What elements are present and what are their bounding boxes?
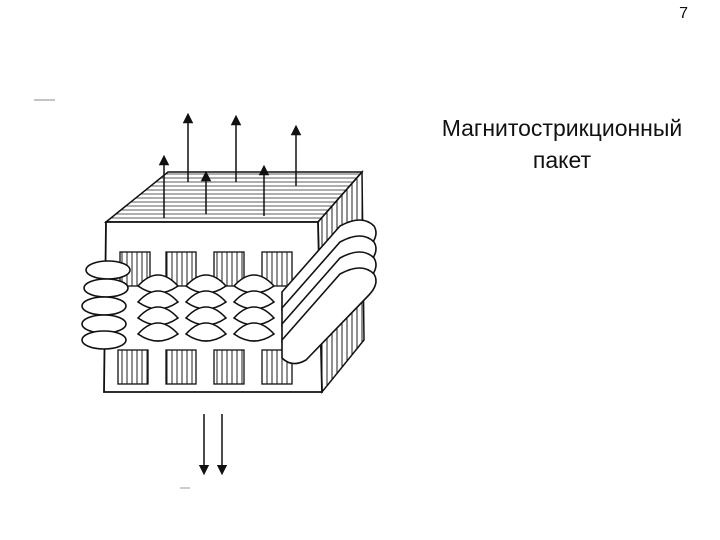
- slide-title: Магнитострикционный пакет: [412, 112, 712, 176]
- arrows-down: [198, 414, 228, 476]
- arrows-up: [158, 112, 302, 218]
- slide-title-line2: пакет: [532, 147, 592, 173]
- coil-right: [281, 219, 377, 365]
- coil-inner-3: [232, 274, 276, 342]
- scan-marks: [34, 99, 190, 489]
- page-number: 7: [679, 5, 688, 22]
- stack-top-face: [103, 171, 364, 223]
- coil-inner-2: [184, 274, 228, 342]
- slide-title-line1: Магнитострикционный: [441, 115, 683, 141]
- coil-inner-1: [136, 274, 180, 342]
- coil-left: [81, 260, 131, 350]
- coil-windings: [81, 219, 377, 365]
